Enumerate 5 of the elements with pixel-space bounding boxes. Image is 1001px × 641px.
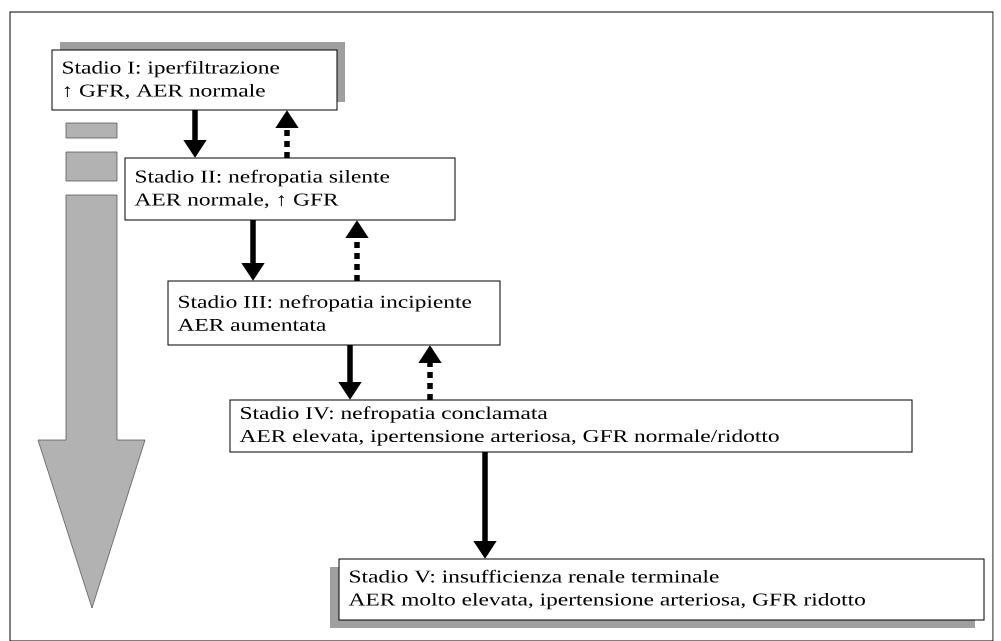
stage-box: Stadio V: insufficienza renale terminale AER molto elevata, ipertensione arteriosa, GFR ridotto [330,558,985,628]
stage-box: Stadio II: nefropatia silente AER normale, ↑ GFR [124,157,456,221]
stage-box: Stadio IV: nefropatia conclamata AER elevata, ipertensione arteriosa, GFR normale/ridotto [229,399,913,453]
stage-box: Stadio III: nefropatia incipiente AER aumentata [167,280,501,346]
stage-box: Stadio I: iperfiltrazione ↑ GFR, AER normale [51,42,345,111]
